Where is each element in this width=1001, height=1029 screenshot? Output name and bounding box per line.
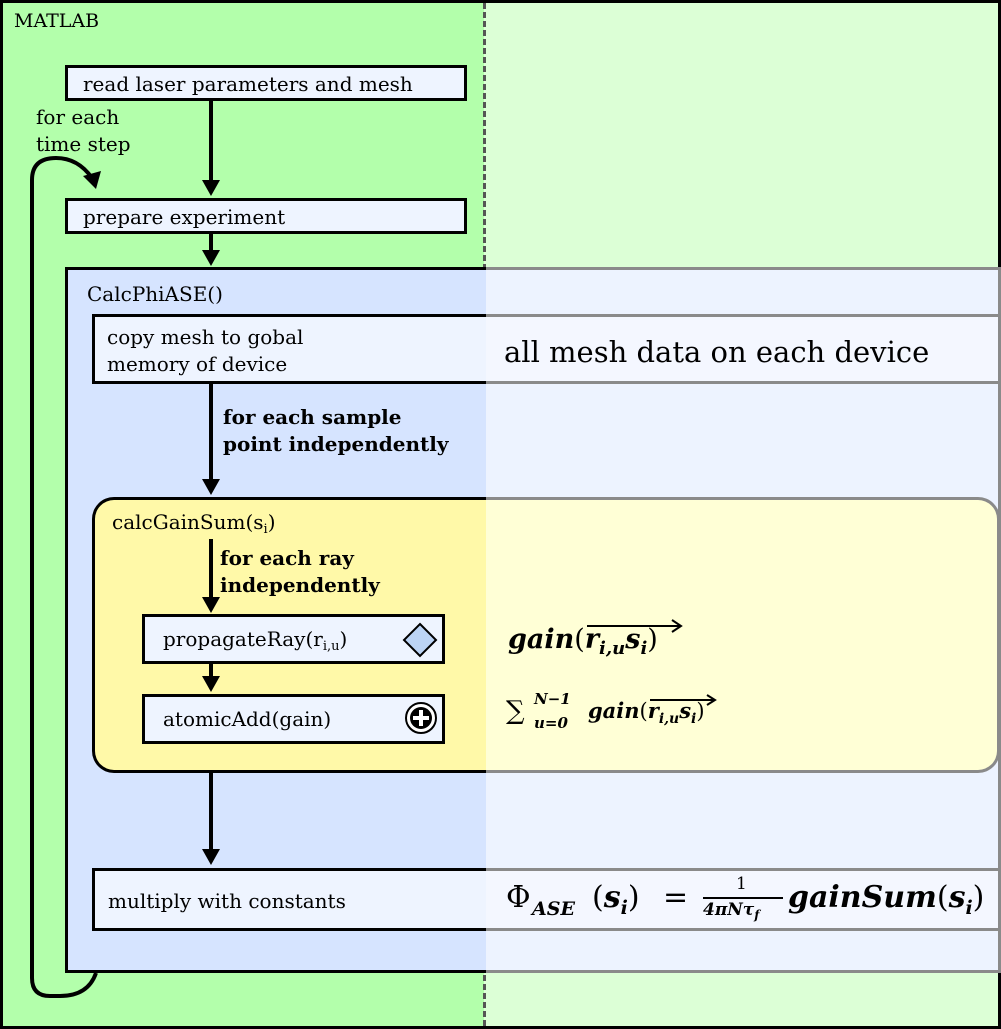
frac-den-sub: f xyxy=(754,908,760,922)
copy-mesh-box-ext xyxy=(486,314,1001,384)
loop-label-line2: time step xyxy=(36,132,131,156)
gainsum-title-close: ) xyxy=(267,510,276,534)
frac-den: 4πNτ xyxy=(703,900,755,920)
propagate-ray-close: ) xyxy=(339,627,348,651)
gainsum-region-light xyxy=(486,497,1000,773)
gain-fn: gain xyxy=(508,624,575,655)
sum-upper: N−1 xyxy=(534,690,571,708)
time-step-loop-arrowhead xyxy=(83,171,101,189)
copy-mesh-line2: memory of device xyxy=(107,352,288,376)
gainsum-arg-sub: i xyxy=(965,897,973,919)
gainsum-title: calcGainSum(si) xyxy=(112,509,276,543)
phi-arg-s: s xyxy=(603,880,621,915)
multiply-box-ext xyxy=(486,868,1001,931)
sum-gain-fn: gain xyxy=(588,698,640,723)
ray-r-sub: i,u xyxy=(599,638,626,659)
sum-ray-s: s xyxy=(679,698,692,723)
phi-equation: Φ ASE (si) = 1 4πNτf gainSum(si) xyxy=(506,872,996,928)
ray-loop-line1: for each ray xyxy=(220,546,354,570)
propagate-ray-main: propagateRay(r xyxy=(163,627,323,651)
arrowhead-read-to-prepare xyxy=(202,180,220,196)
sum-ray-r-sub: i,u xyxy=(658,711,680,727)
phi-argument: (si) xyxy=(592,880,640,919)
sum-term: gain(ri,usi) xyxy=(588,694,717,727)
gainsum-arg-s: s xyxy=(948,880,966,915)
sample-loop-line2: point independently xyxy=(223,432,449,456)
ray-s: s xyxy=(625,624,641,655)
ray-r: r xyxy=(584,624,600,655)
gainsum-title-main: calcGainSum(s xyxy=(112,510,264,534)
gainsum-title-sub: i xyxy=(263,522,268,537)
sum-ray-s-sub: i xyxy=(691,711,697,727)
propagate-ray-box: propagateRay(ri,u) xyxy=(142,614,445,664)
read-parameters-box: read laser parameters and mesh xyxy=(65,65,467,101)
propagate-ray-sub: i,u xyxy=(322,639,340,654)
calcphiase-title: CalcPhiASE() xyxy=(87,282,223,306)
sum-vector-arrow-icon xyxy=(649,694,717,706)
phi-symbol: Φ xyxy=(506,880,531,915)
prepare-experiment-box: prepare experiment xyxy=(65,198,467,234)
phi-arg-sub: i xyxy=(620,897,628,919)
arrowhead-gainsum-to-propagate xyxy=(202,597,220,613)
phi-sub: ASE xyxy=(532,898,575,920)
sum-symbol: ∑ xyxy=(506,696,525,726)
frac-numerator: 1 xyxy=(736,874,747,894)
atomic-add-label: atomicAdd(gain) xyxy=(163,707,332,731)
sample-loop-label: for each sample point independently xyxy=(223,404,448,458)
vector-arrow-icon xyxy=(586,619,683,633)
sample-loop-line1: for each sample xyxy=(223,405,402,429)
read-parameters-label: read laser parameters and mesh xyxy=(83,72,413,96)
sum-lower: u=0 xyxy=(534,714,568,732)
time-step-loop-line xyxy=(30,155,98,998)
phi-equals: = xyxy=(663,880,689,915)
ray-loop-label: for each ray independently xyxy=(220,545,380,599)
arrowhead-gainsum-to-multiply xyxy=(202,849,220,865)
arrowhead-propagate-to-atomic xyxy=(202,676,220,692)
atomic-add-box: atomicAdd(gain) xyxy=(142,694,445,744)
frac-bar xyxy=(703,897,783,899)
diamond-icon xyxy=(402,622,438,658)
copy-mesh-line1: copy mesh to gobal xyxy=(107,325,304,349)
arrowhead-copy-to-gainsum xyxy=(202,479,220,495)
add-icon xyxy=(405,702,437,734)
gainsum-term: gainSum(si) xyxy=(788,880,985,919)
loop-label: for each time step xyxy=(36,104,131,158)
loop-label-line1: for each xyxy=(36,105,120,129)
sum-ray-r: r xyxy=(647,698,659,723)
gain-equation: gain(ri,usi) xyxy=(508,619,683,667)
ray-loop-line2: independently xyxy=(220,573,380,597)
copy-mesh-annotation: all mesh data on each device xyxy=(504,335,930,369)
gainsum-fn: gainSum xyxy=(788,880,937,915)
multiply-label: multiply with constants xyxy=(108,889,346,913)
copy-mesh-box: copy mesh to gobal memory of device xyxy=(92,314,486,384)
frac-denominator: 4πNτf xyxy=(703,900,759,922)
ray-s-sub: i xyxy=(640,638,648,659)
matlab-label: MATLAB xyxy=(14,10,100,32)
multiply-box: multiply with constants xyxy=(92,868,486,931)
prepare-experiment-label: prepare experiment xyxy=(83,205,286,229)
arrowhead-prepare-to-calc xyxy=(202,250,220,266)
